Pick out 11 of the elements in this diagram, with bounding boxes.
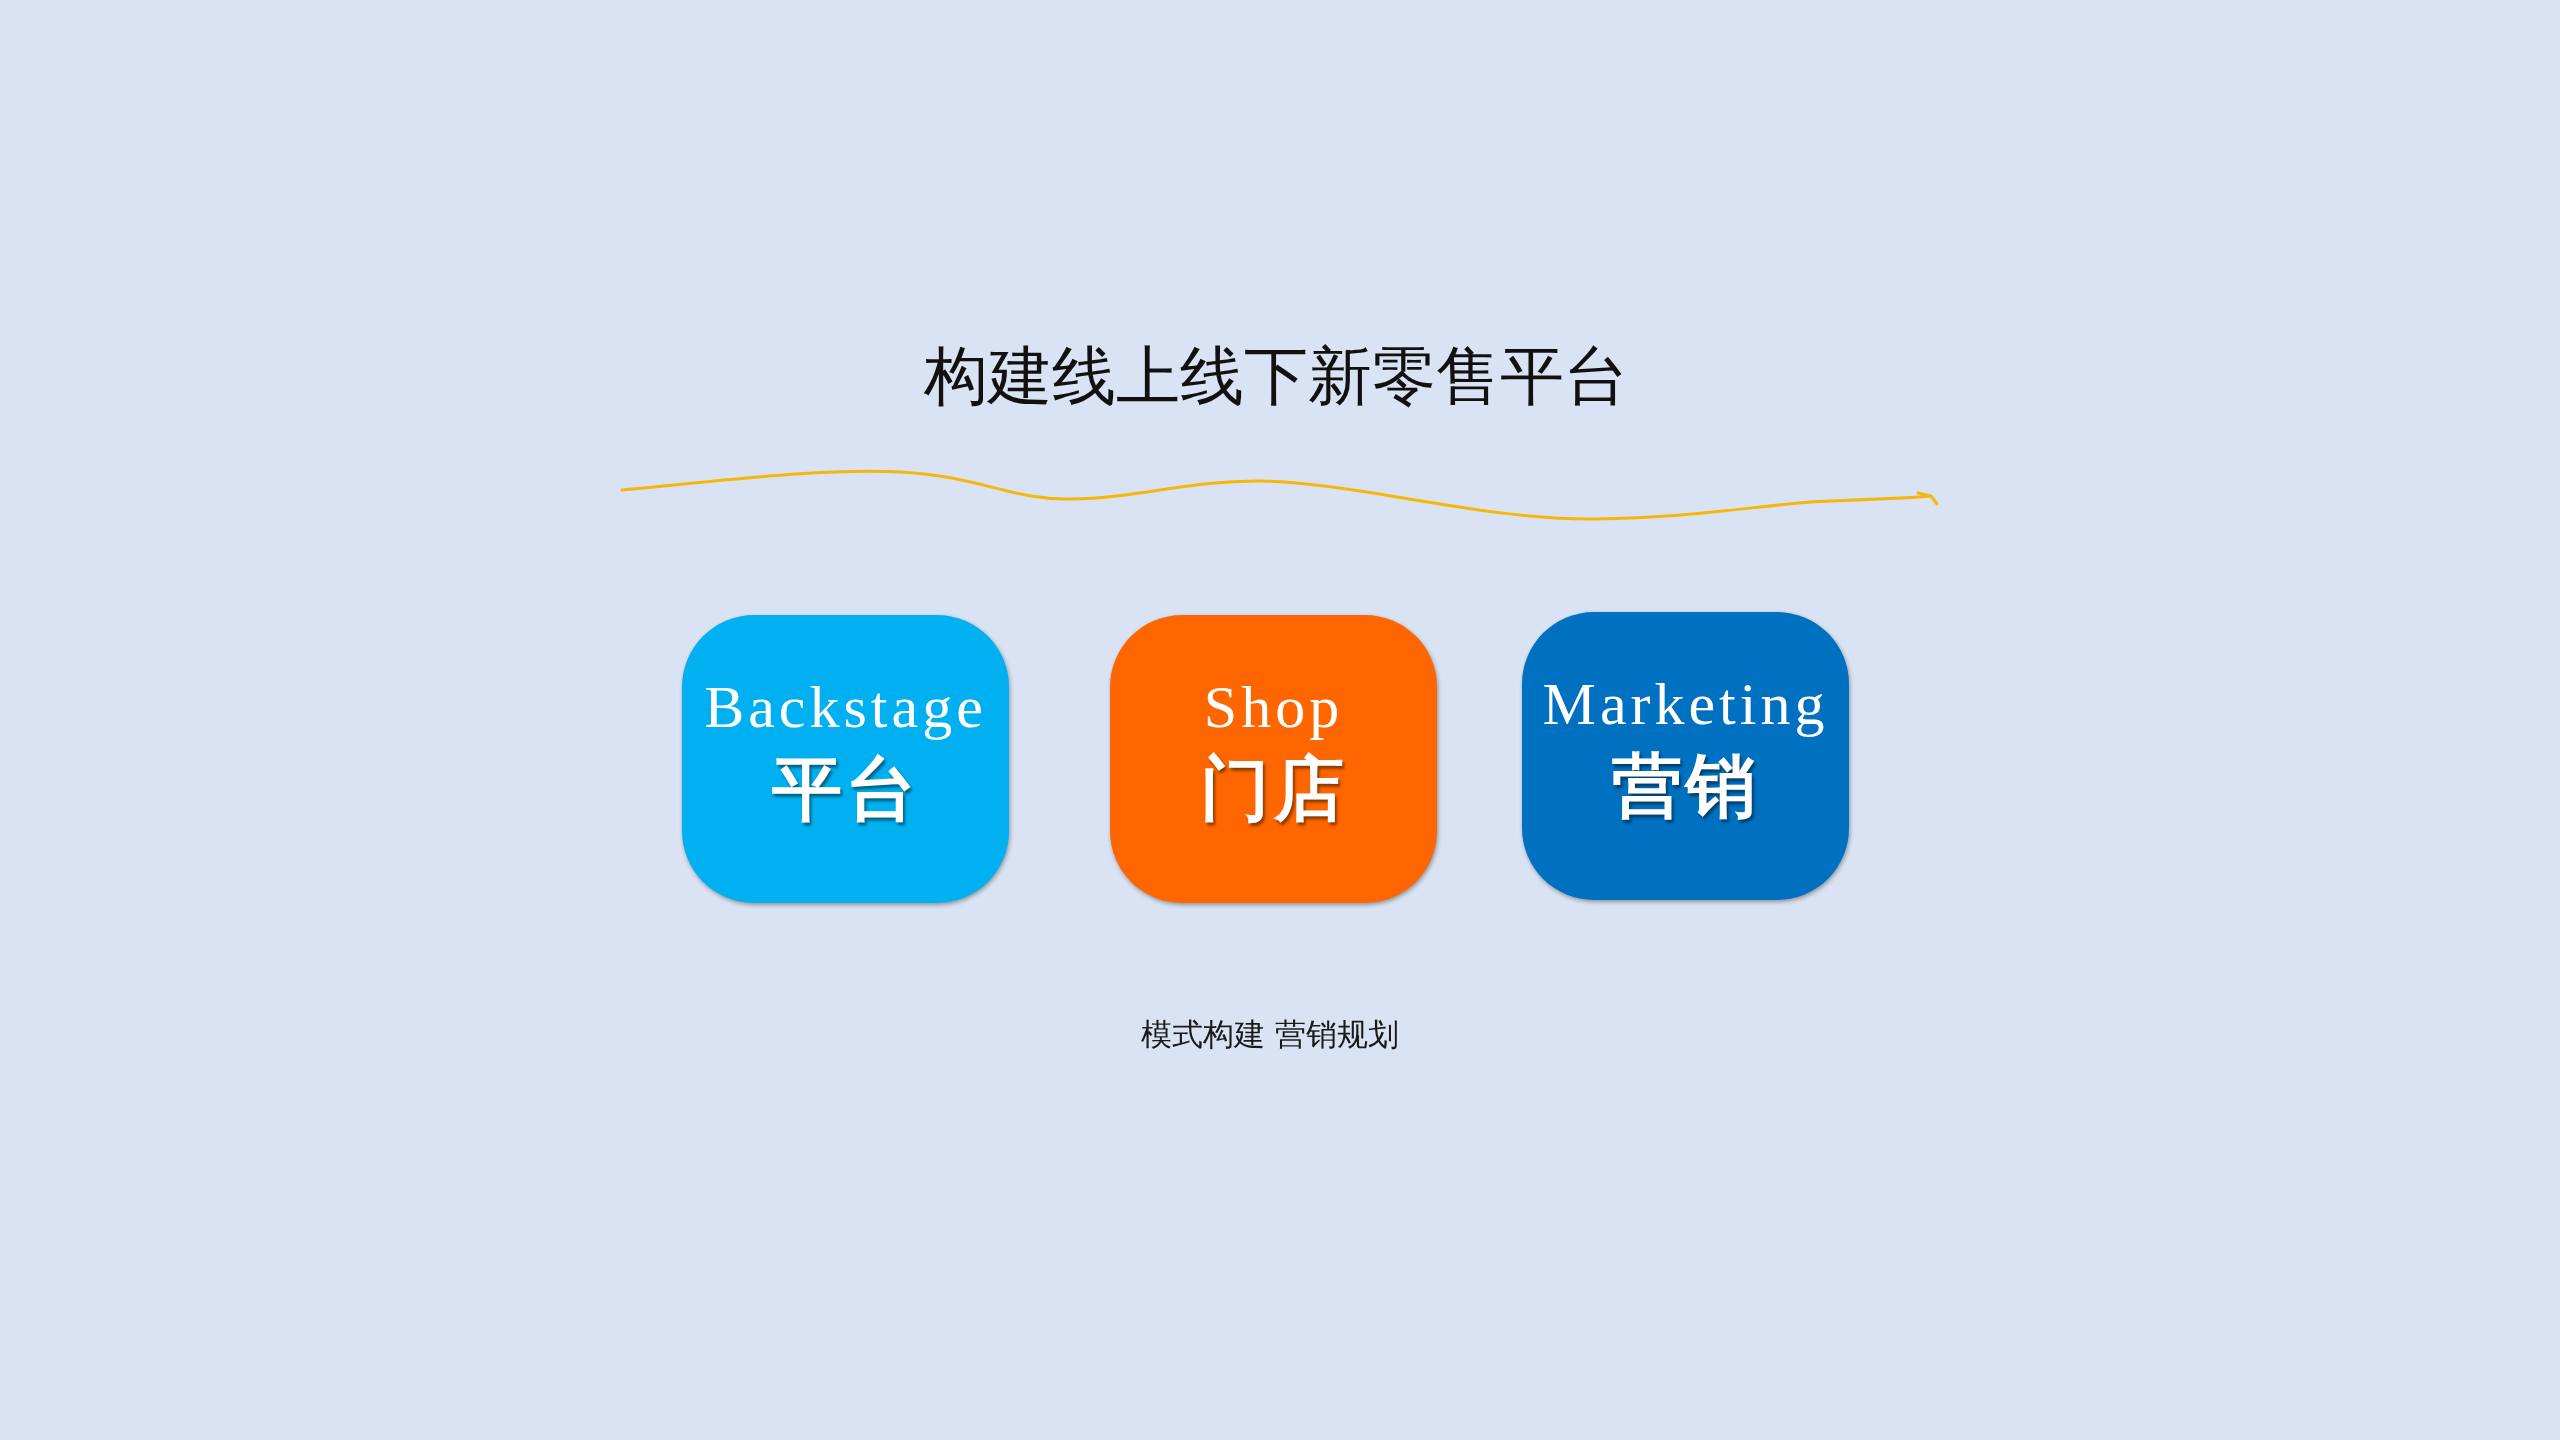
rounded-tile (1110, 615, 1437, 903)
title: 构建线上线下新零售平台 (924, 341, 1628, 412)
tile-heading: Marketing (1542, 671, 1829, 737)
tile-heading: Shop (1203, 674, 1344, 740)
rounded-tile (682, 615, 1009, 903)
subtitle: 模式构建 营销规划 (1141, 1017, 1399, 1053)
tile-subheading: 平台 (771, 749, 920, 827)
tile-subheading: 营销 (1611, 746, 1760, 824)
tile-heading: Backstage (704, 674, 987, 740)
rounded-tile (1522, 612, 1849, 900)
tile-subheading: 门店 (1199, 749, 1348, 827)
